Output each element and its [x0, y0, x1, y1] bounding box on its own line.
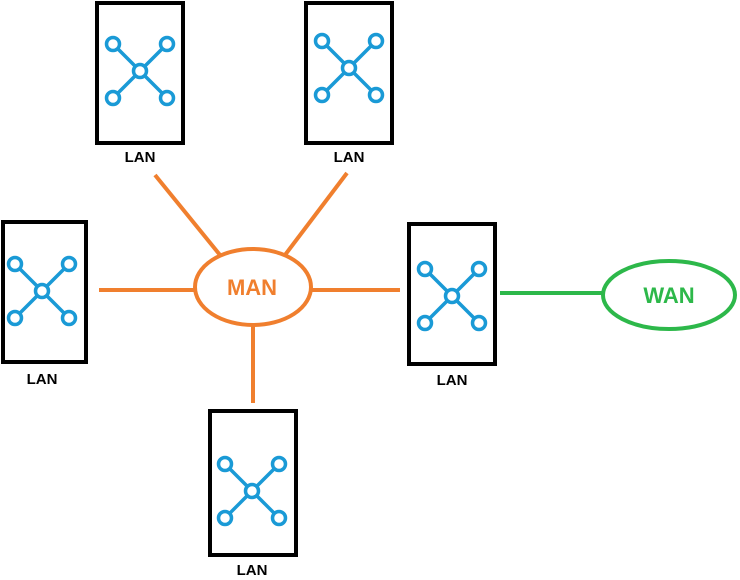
link-man-lan-top-left [153, 173, 222, 257]
lan-box [1, 220, 88, 364]
lan-label: LAN [437, 372, 468, 389]
lan-node-right: LAN [407, 222, 497, 389]
wan-ellipse [601, 259, 737, 331]
wan-label: WAN [643, 283, 694, 308]
man-label: MAN [227, 275, 277, 300]
lan-node-bottom: LAN [208, 409, 298, 579]
lan-node-top-right: LAN [304, 1, 394, 166]
lan-node-top-left: LAN [95, 1, 185, 166]
link-man-lan-top-right [283, 171, 349, 257]
man-ellipse [193, 247, 313, 327]
lan-node-left: LAN [1, 220, 88, 388]
man-node: MAN [193, 247, 313, 327]
lan-label: LAN [334, 149, 365, 166]
lan-label: LAN [27, 371, 58, 388]
man-links [99, 171, 400, 403]
wan-node: WAN [601, 259, 737, 331]
lan-label: LAN [237, 562, 268, 579]
lan-label: LAN [125, 149, 156, 166]
